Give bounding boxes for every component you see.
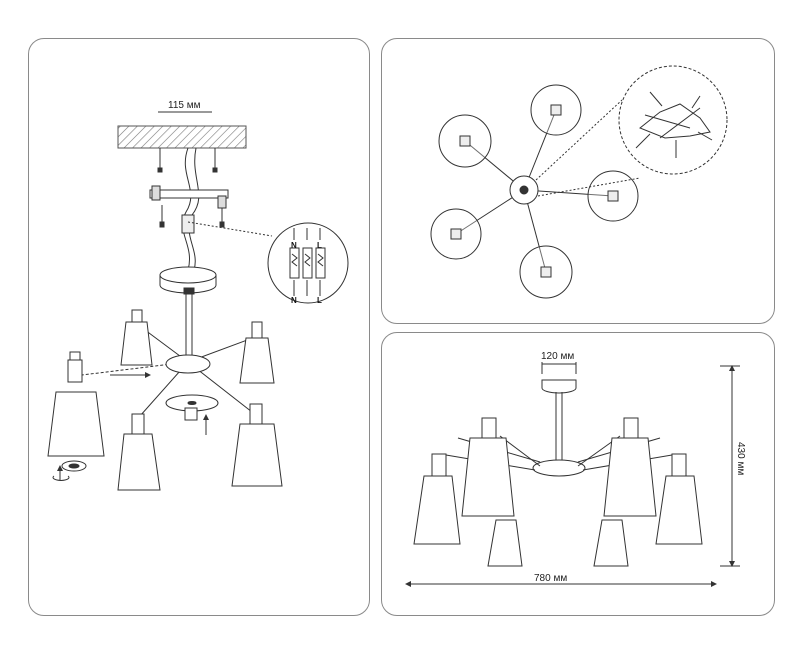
top-view-drawing bbox=[430, 65, 728, 299]
ceiling-mount-group bbox=[117, 111, 273, 355]
ceiling-block bbox=[117, 125, 247, 149]
dim-canopy-label: 120 мм bbox=[541, 351, 574, 362]
terminal-l-top: L bbox=[317, 241, 322, 250]
dimensions-drawing bbox=[405, 362, 740, 587]
dim-ceiling-mount-label: 115 мм bbox=[168, 100, 201, 111]
dim-width-label: 780 мм bbox=[534, 573, 567, 584]
dimensions-panel bbox=[381, 332, 775, 616]
terminal-n-bottom: N bbox=[291, 296, 297, 305]
terminal-zoom: N L N L bbox=[267, 222, 349, 305]
chandelier-assembly bbox=[47, 309, 283, 491]
dim-height-label: 430 мм bbox=[735, 442, 746, 475]
terminal-l-bottom: L bbox=[317, 296, 322, 305]
terminal-n-top: N bbox=[291, 241, 297, 250]
